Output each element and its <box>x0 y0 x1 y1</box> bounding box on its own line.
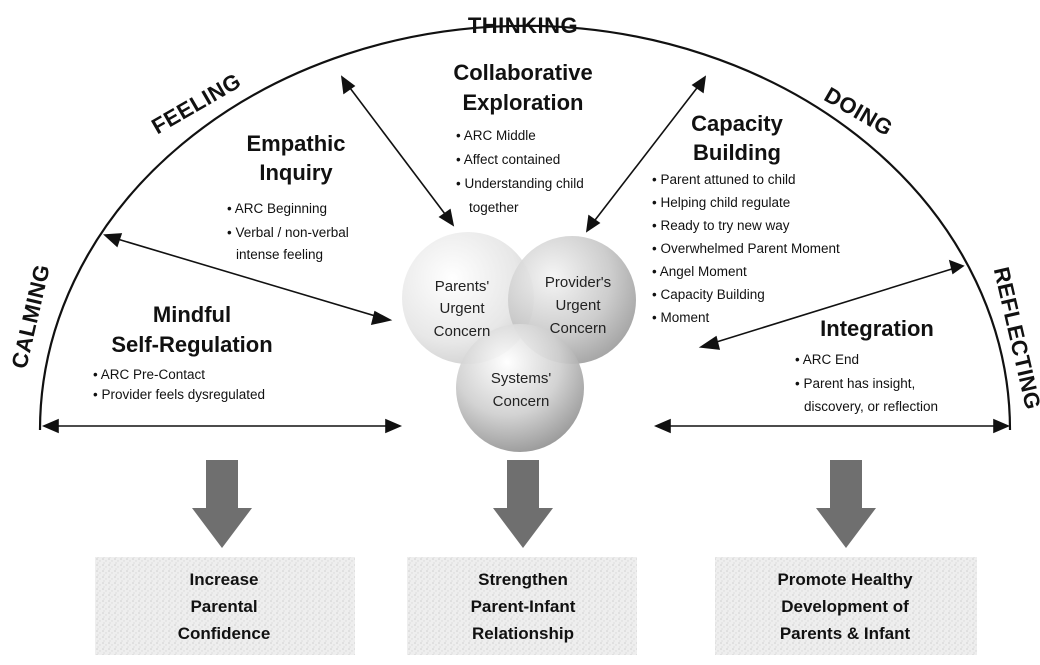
stage-bullet: • ARC Middle <box>456 128 536 143</box>
systems-concern-circle <box>456 324 584 452</box>
stage-bullet: • Parent has insight, <box>795 376 915 391</box>
parents-concern-line-3: Concern <box>434 323 491 340</box>
provider-concern-line-2: Urgent <box>555 297 601 314</box>
systems-concern-line-2: Concern <box>493 393 550 410</box>
stage-bullet: • Overwhelmed Parent Moment <box>652 241 840 256</box>
zone-thinking: THINKING <box>468 13 578 38</box>
provider-concern-line-3: Concern <box>550 320 607 337</box>
stage-bullet: • Understanding child <box>456 176 584 191</box>
stage-collaborative: Collaborative Exploration • ARC Middle •… <box>453 60 592 215</box>
stage-bullet: • ARC End <box>795 352 859 367</box>
outcome-label: Parents & Infant <box>780 624 911 643</box>
outcome-label: Development of <box>781 597 909 616</box>
stage-title-line: Exploration <box>462 90 583 115</box>
stage-bullet: • ARC Pre-Contact <box>93 367 205 382</box>
outcome-label: Parent-Infant <box>471 597 576 616</box>
down-arrow-icon <box>816 460 876 548</box>
zone-doing: DOING <box>820 82 897 141</box>
stage-capacity: Capacity Building • Parent attuned to ch… <box>652 111 840 325</box>
systems-concern-line-1: Systems' <box>491 370 552 387</box>
stage-title-line: Integration <box>820 316 934 341</box>
outcome-label: Relationship <box>472 624 574 643</box>
stage-bullet: • Parent attuned to child <box>652 172 796 187</box>
stage-title-line: Mindful <box>153 302 231 327</box>
parents-concern-line-2: Urgent <box>439 300 485 317</box>
venn-concerns <box>402 232 636 452</box>
down-arrow-icon <box>192 460 252 548</box>
stage-title-line: Inquiry <box>259 160 333 185</box>
stage-title-line: Self-Regulation <box>111 332 272 357</box>
stage-mindful: Mindful Self-Regulation • ARC Pre-Contac… <box>93 302 273 402</box>
stage-bullet: intense feeling <box>236 247 323 262</box>
outcome-label: Strengthen <box>478 570 568 589</box>
stage-bullet: • Capacity Building <box>652 287 765 302</box>
stage-bullet: • Provider feels dysregulated <box>93 387 265 402</box>
outcome-box-development <box>715 557 977 655</box>
stage-integration: Integration • ARC End • Parent has insig… <box>795 316 938 414</box>
outcome-arrows <box>192 460 876 548</box>
stage-bullet: • Verbal / non-verbal <box>227 225 349 240</box>
stage-empathic: Empathic Inquiry • ARC Beginning • Verba… <box>227 131 349 262</box>
outcome-label: Confidence <box>178 624 271 643</box>
stage-title-line: Capacity <box>691 111 783 136</box>
connector-arrows <box>41 75 1011 434</box>
stage-bullet: discovery, or reflection <box>804 399 938 414</box>
parents-concern-line-1: Parents' <box>435 278 490 295</box>
stage-bullet: • Angel Moment <box>652 264 747 279</box>
stage-bullet: • Moment <box>652 310 709 325</box>
stage-title-line: Empathic <box>246 131 345 156</box>
outcome-label: Parental <box>190 597 257 616</box>
down-arrow-icon <box>493 460 553 548</box>
outer-arch <box>38 24 1012 431</box>
stage-bullet: • Helping child regulate <box>652 195 790 210</box>
stage-title-line: Collaborative <box>453 60 592 85</box>
stage-bullet: • ARC Beginning <box>227 201 327 216</box>
stage-title-line: Building <box>693 140 781 165</box>
provider-concern-line-1: Provider's <box>545 274 611 291</box>
outcome-label: Promote Healthy <box>777 570 913 589</box>
stage-bullet: together <box>469 200 519 215</box>
stage-bullet: • Ready to try new way <box>652 218 790 233</box>
outcome-box-confidence <box>95 557 355 655</box>
zone-feeling: FEELING <box>147 68 245 139</box>
outcome-label: Increase <box>190 570 259 589</box>
outcome-box-relationship <box>407 557 637 655</box>
stage-bullet: • Affect contained <box>456 152 560 167</box>
